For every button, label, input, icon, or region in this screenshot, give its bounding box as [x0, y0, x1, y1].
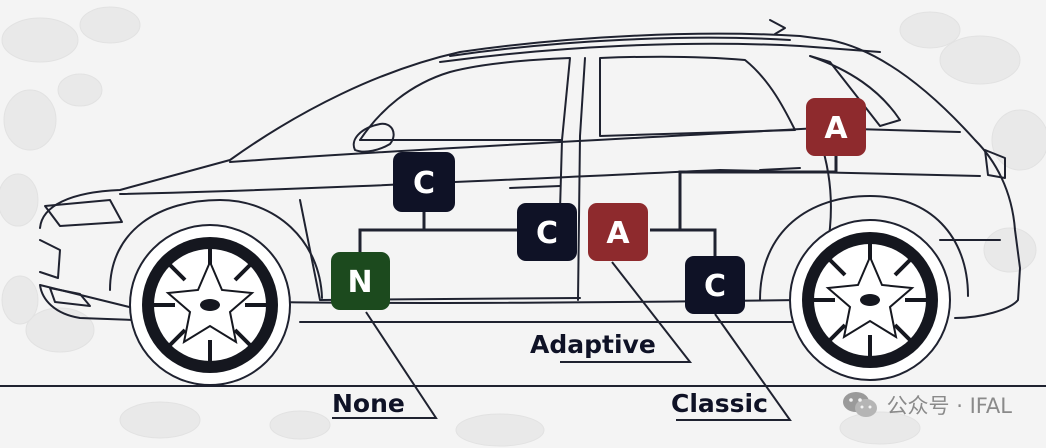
node-c-middle: C [517, 203, 577, 261]
node-c-upper-left: C [393, 152, 455, 212]
node-letter: A [824, 111, 848, 146]
label-adaptive: Adaptive [530, 330, 656, 359]
adaptive-leader [560, 261, 693, 363]
watermark: 公众号 · IFAL [841, 390, 1012, 420]
none-leader [332, 311, 438, 419]
front-wheel [129, 224, 291, 386]
callout-lines [332, 261, 792, 421]
node-a-upper-right: A [806, 98, 866, 156]
rear-wheel [789, 219, 951, 381]
node-a-middle: A [588, 203, 648, 261]
connector-lines [358, 156, 838, 258]
label-none: None [332, 389, 405, 418]
node-c-lower-right: C [685, 256, 745, 314]
wechat-icon [842, 392, 877, 417]
node-letter: C [413, 166, 435, 201]
node-letter: C [704, 269, 726, 304]
node-letter: N [347, 265, 372, 300]
watermark-text: 公众号 · IFAL [886, 394, 1012, 418]
node-n-lower-left: N [331, 252, 390, 310]
background-texture [0, 6, 1046, 447]
label-classic: Classic [671, 389, 768, 418]
classic-leader [676, 313, 792, 421]
node-letter: A [606, 216, 630, 251]
node-letter: C [536, 216, 558, 251]
